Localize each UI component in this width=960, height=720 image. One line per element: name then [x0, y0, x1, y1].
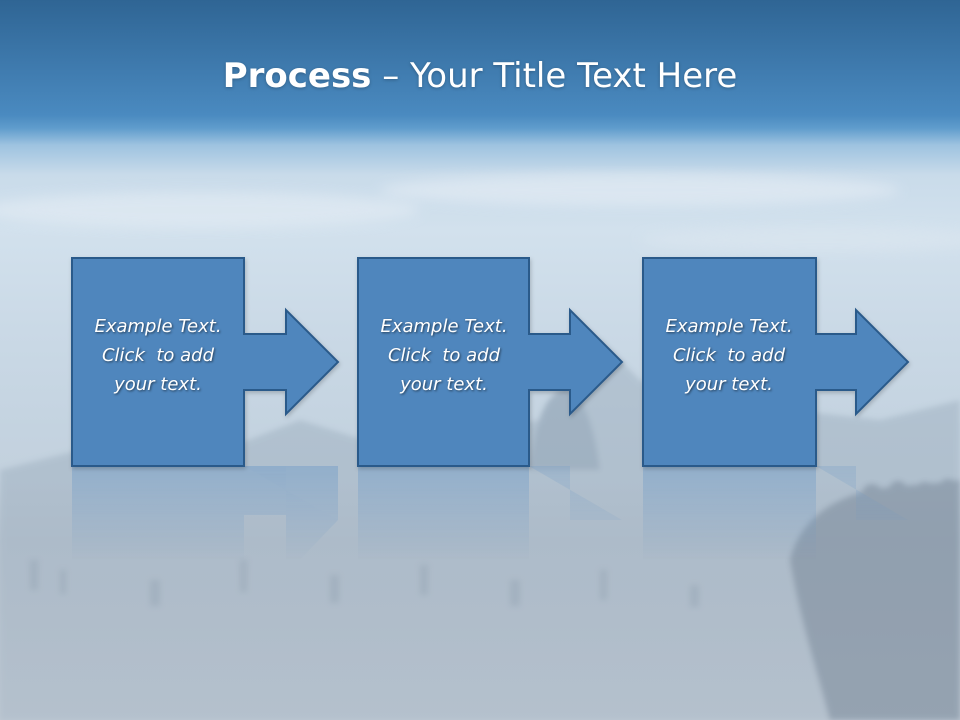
process-step-2[interactable] [357, 257, 624, 467]
step-text-line: your text. [685, 374, 773, 395]
step-text-line: Example Text. [665, 316, 793, 337]
step-text-line: Click to add [101, 345, 214, 366]
process-step-2-text[interactable]: Example Text. Click to add your text. [358, 312, 530, 399]
step-text-line: your text. [400, 374, 488, 395]
process-step-3[interactable] [642, 257, 910, 467]
step-text-line: Example Text. [380, 316, 508, 337]
slide-title[interactable]: Process – Your Title Text Here [0, 54, 960, 98]
step-text-line: Click to add [672, 345, 785, 366]
title-bold-word: Process [222, 56, 372, 96]
step-text-line: your text. [114, 374, 202, 395]
process-step-1-shape [71, 257, 340, 467]
process-step-3-text[interactable]: Example Text. Click to add your text. [643, 312, 815, 399]
process-step-1[interactable] [71, 257, 340, 467]
process-step-1-text[interactable]: Example Text. Click to add your text. [72, 312, 244, 399]
process-step-3-shape [642, 257, 910, 467]
title-rest: – Your Title Text Here [371, 56, 738, 96]
shape-reflections [72, 466, 908, 620]
process-step-2-shape [357, 257, 624, 467]
step-text-line: Example Text. [94, 316, 222, 337]
step-text-line: Click to add [387, 345, 500, 366]
